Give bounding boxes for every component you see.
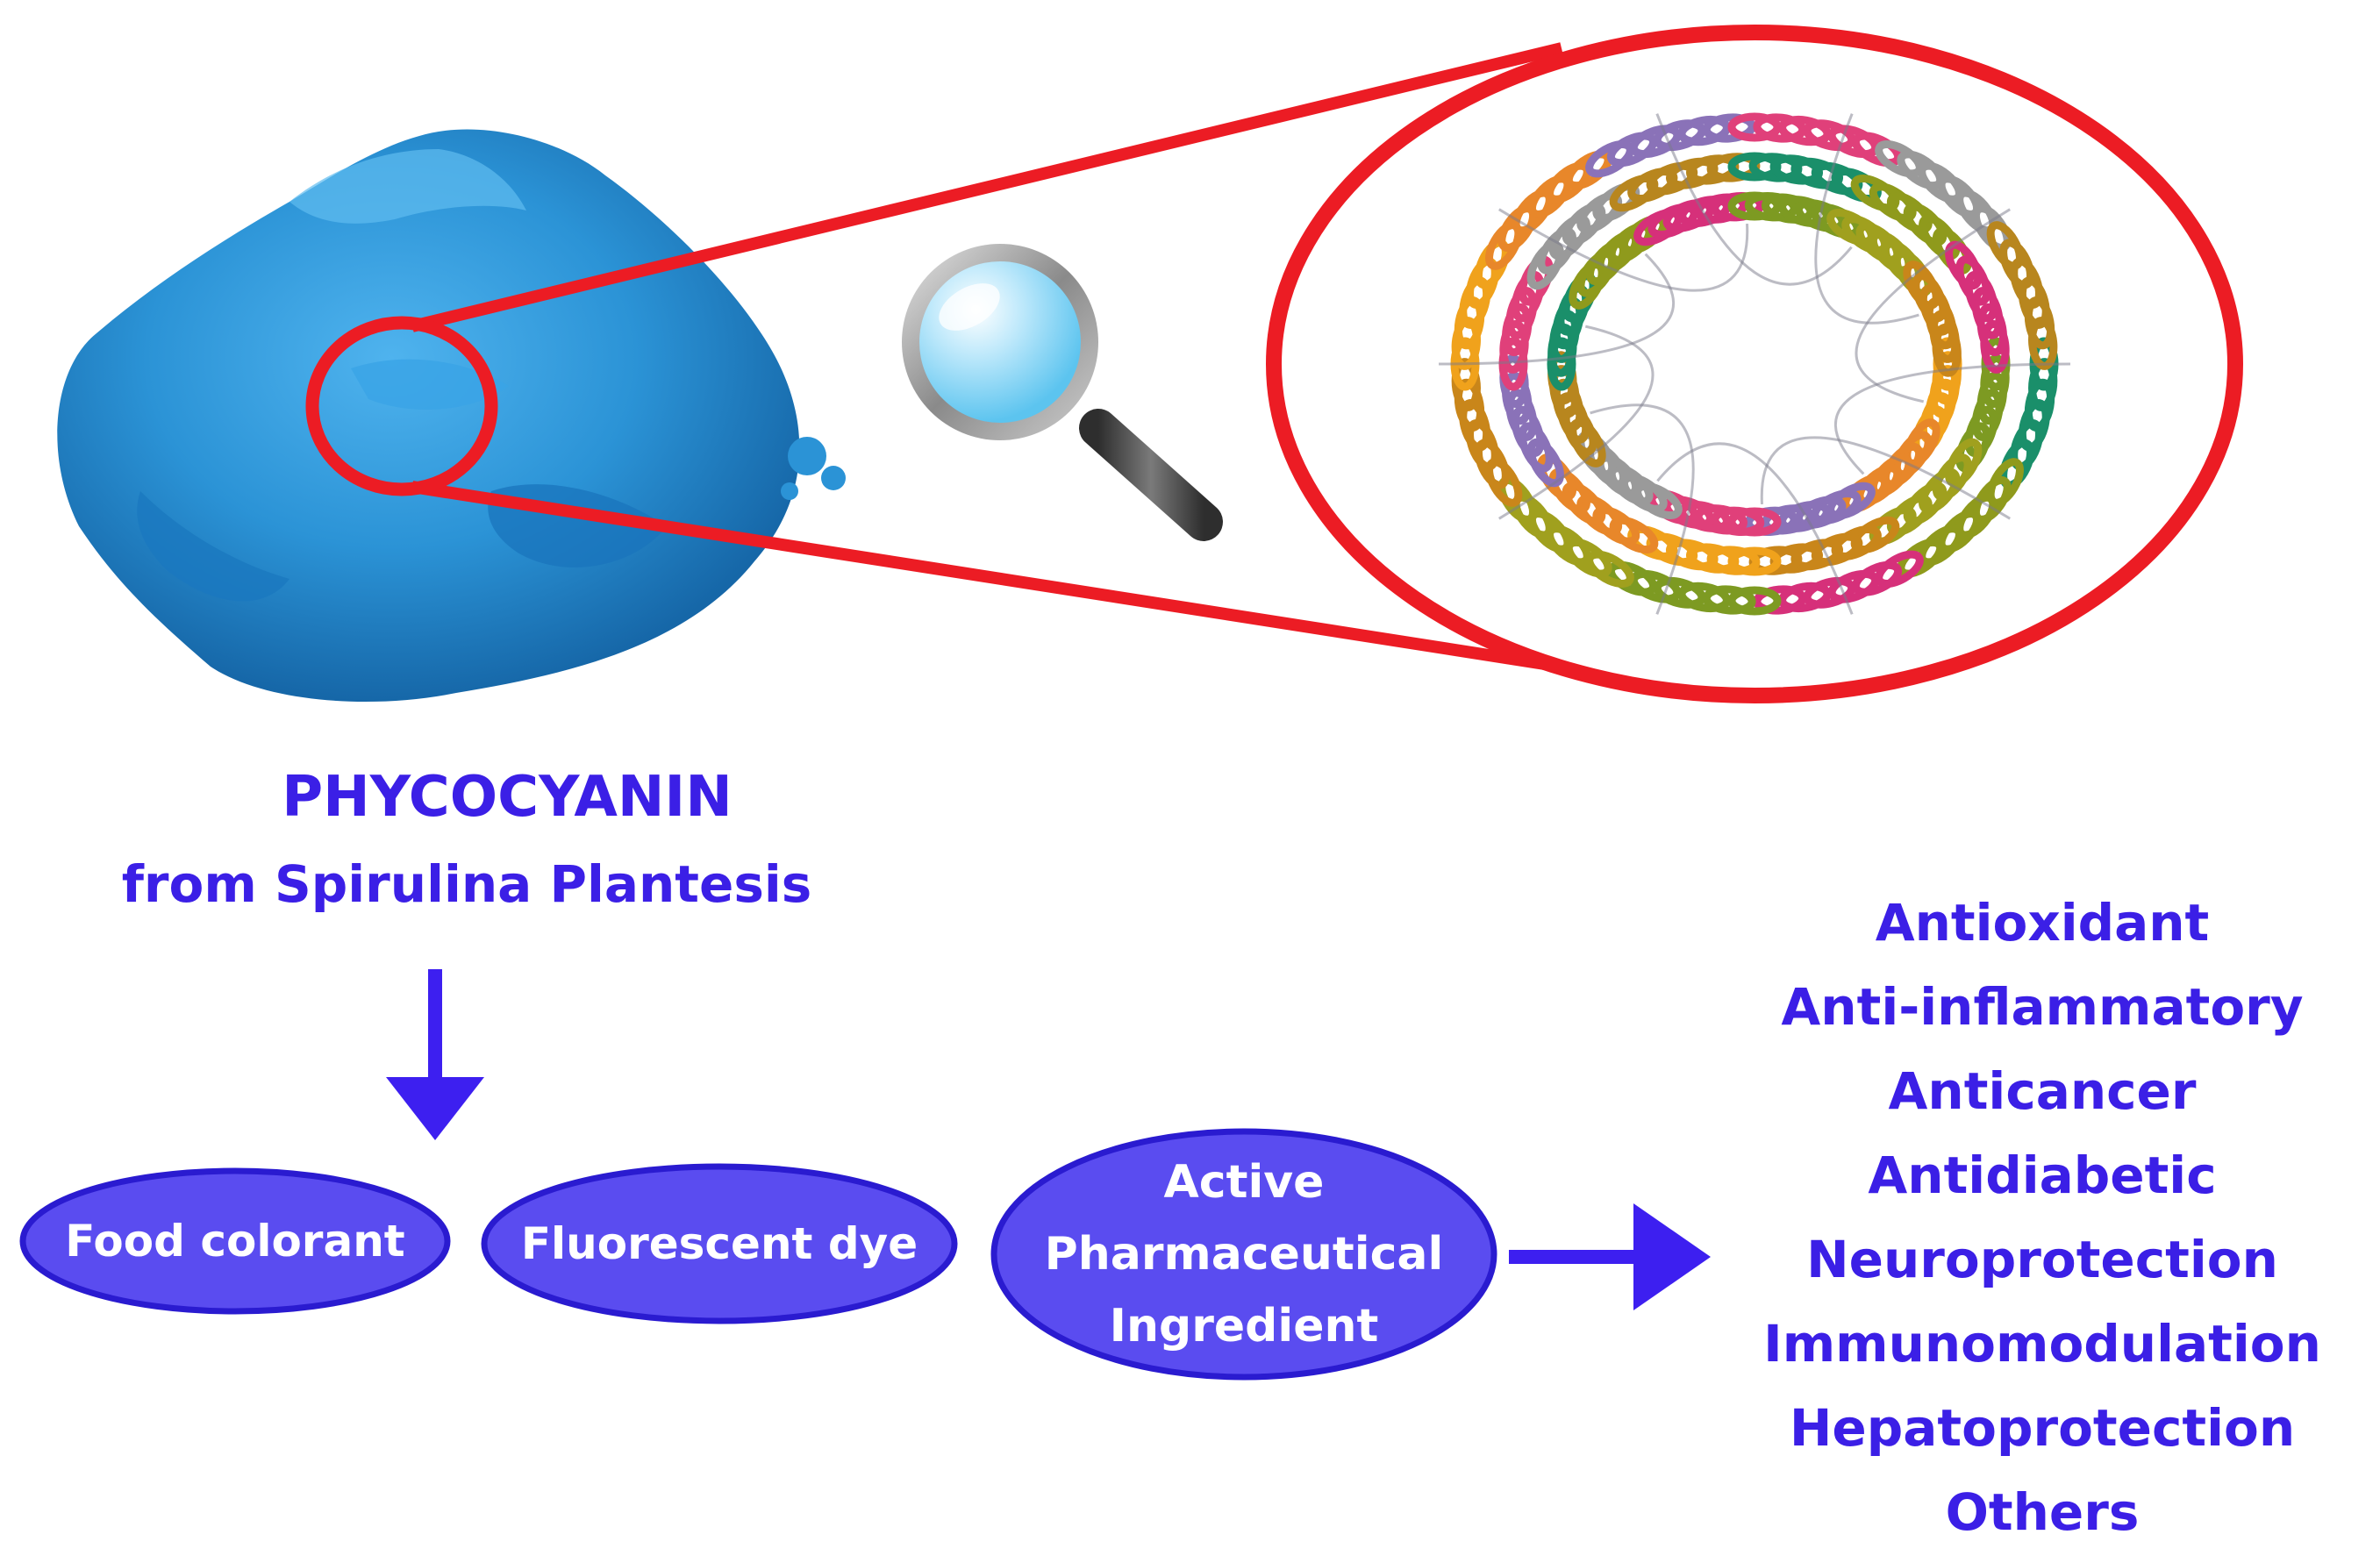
helix-coil [1875, 550, 1924, 588]
helix-coil [1702, 585, 1756, 615]
title-line-1: PHYCOCYANIN [282, 765, 733, 830]
protein-strand [1760, 436, 2011, 520]
protein-strand [1438, 253, 1675, 366]
helix-coil [1727, 586, 1782, 616]
helix-coil [1851, 560, 1903, 596]
protein-strand [1655, 113, 1853, 286]
helix-coil [1827, 569, 1880, 603]
activity-item: Anti-inflammatory [1781, 977, 2303, 1037]
down-arrow [386, 969, 484, 1140]
protein-strand [1498, 325, 1655, 520]
api-label-line-1: Active [1164, 1156, 1325, 1209]
helix-coil [1980, 319, 2010, 374]
application-fluorescent-dye: Fluorescent dye [481, 1163, 958, 1324]
application-active-pharmaceutical-ingredient: Active Pharmaceutical Ingredient [990, 1128, 1497, 1381]
helix-coil [1932, 323, 1962, 377]
title-line-2: from Spirulina Plantesis [122, 854, 812, 914]
activity-item: Antioxidant [1876, 893, 2210, 953]
activity-item: Neuroprotection [1806, 1230, 2278, 1289]
protein-strand [1656, 442, 1854, 615]
api-label-line-3: Ingredient [1110, 1300, 1379, 1352]
helix-coil [1629, 125, 1682, 159]
fluorescent-dye-label: Fluorescent dye [521, 1218, 918, 1269]
helix-coil [1753, 113, 1807, 143]
zoom-lines [411, 42, 1563, 673]
protein-structure [1266, 25, 2243, 703]
large-zoom-ring [1266, 25, 2243, 703]
right-arrow [1509, 1203, 1711, 1310]
protein-strand [1834, 362, 2071, 475]
helix-coil [1803, 119, 1856, 152]
activity-item: Others [1946, 1482, 2140, 1542]
activities-list: Antioxidant Anti-inflammatory Anticancer… [1763, 893, 2321, 1542]
activity-item: Immunomodulation [1763, 1314, 2321, 1374]
helix-coil [1778, 115, 1832, 146]
helix-coil [1585, 140, 1634, 178]
spirulina-powder [57, 129, 846, 702]
activity-item: Anticancer [1889, 1061, 2197, 1121]
helix-coil [1727, 112, 1782, 142]
helix-coil [1677, 582, 1731, 613]
api-label-line-2: Pharmaceutical [1045, 1228, 1444, 1281]
helix-coil [1454, 378, 1485, 432]
helix-coil [2028, 317, 2058, 370]
protein-strand [1590, 403, 1695, 615]
protein-strand [1498, 208, 1749, 292]
helix-coil [1653, 119, 1706, 152]
protein-strand [1814, 113, 1919, 325]
protein-strand [1855, 208, 2011, 403]
magnifier-icon [902, 244, 1223, 541]
small-zoom-ring [305, 316, 498, 496]
food-colorant-label: Food colorant [65, 1216, 404, 1267]
activity-item: Antidiabetic [1868, 1145, 2216, 1205]
helix-coil [1606, 132, 1658, 168]
helix-coil [1753, 585, 1807, 615]
helix-coil [1677, 115, 1731, 146]
helix-coil [1653, 576, 1706, 609]
helix-coil [1803, 576, 1856, 609]
helix-coil [1778, 582, 1832, 613]
application-food-colorant: Food colorant [19, 1167, 451, 1315]
helix-coil [1702, 113, 1756, 143]
helix-coil [2024, 296, 2055, 350]
helix-coil [1451, 358, 1481, 411]
activity-item: Hepatoprotection [1790, 1398, 2295, 1458]
